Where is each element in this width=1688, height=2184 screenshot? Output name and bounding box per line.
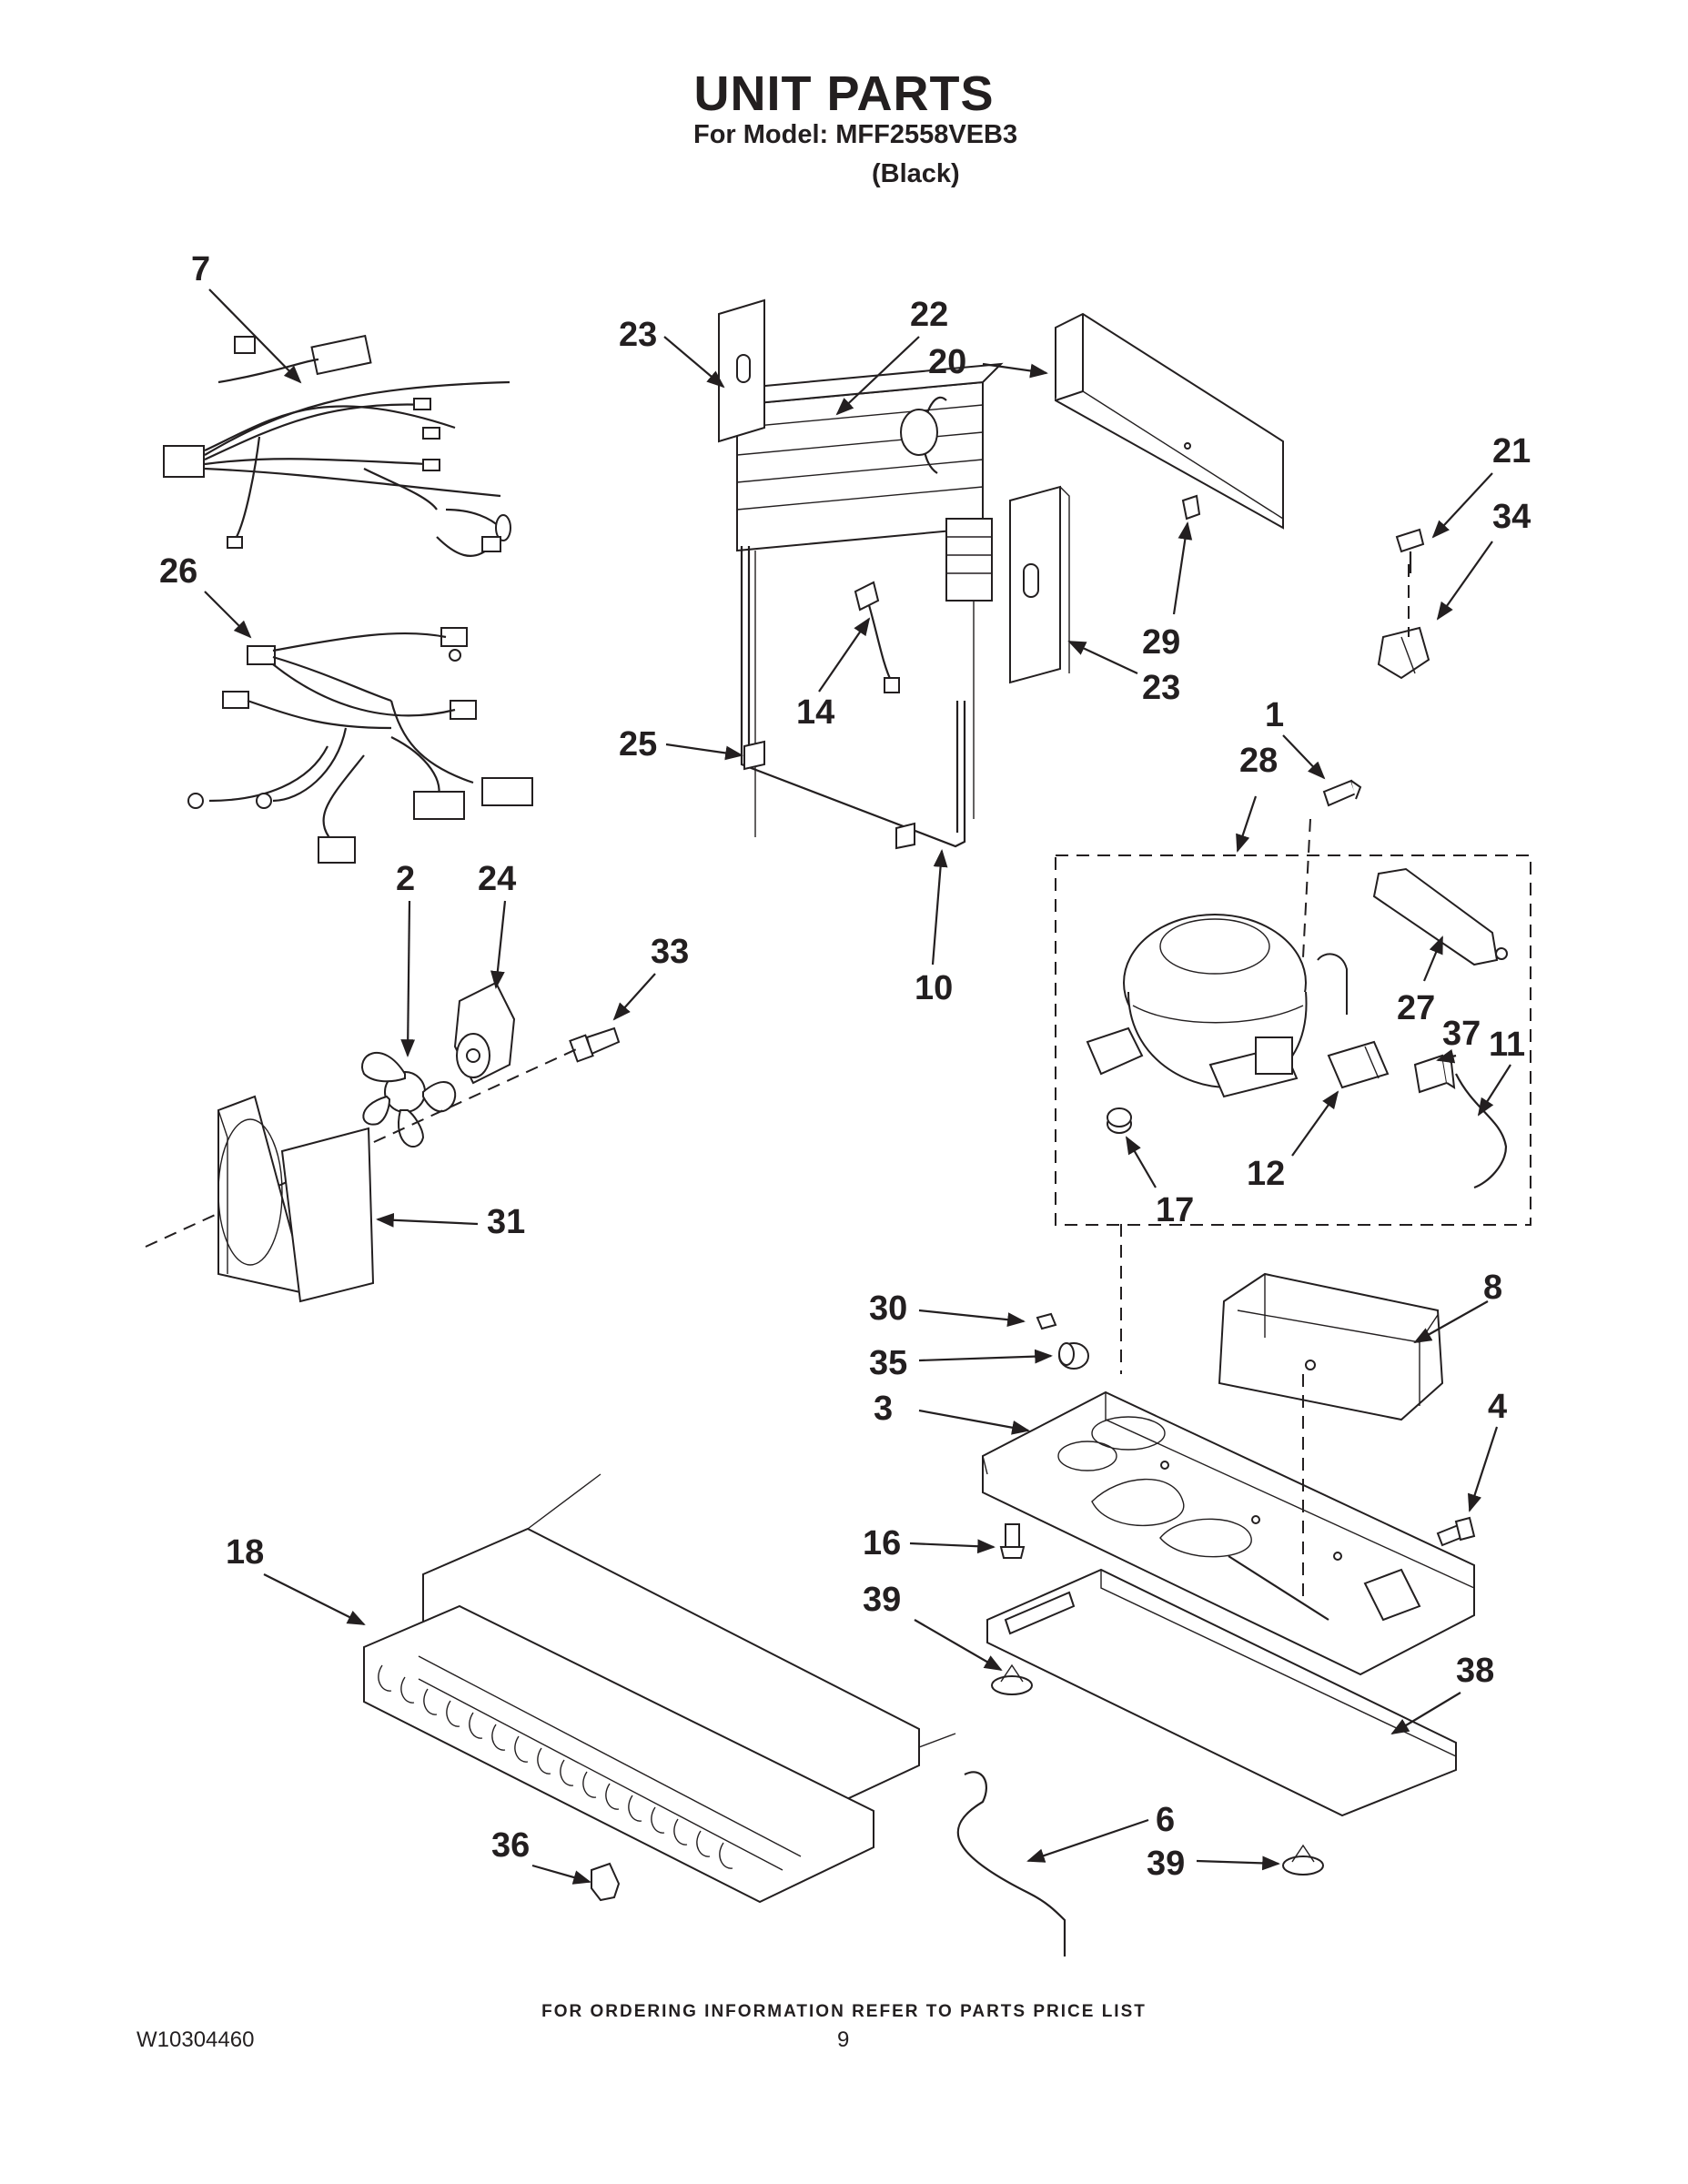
fan-shroud-31[interactable] — [217, 1095, 375, 1303]
fan-blade-2[interactable] — [361, 1052, 457, 1148]
evaporator-cover-20[interactable] — [1055, 312, 1284, 530]
screw-4[interactable] — [1436, 1516, 1476, 1547]
grommet-17[interactable] — [1107, 1107, 1132, 1134]
callout-10: 10 — [915, 969, 953, 1007]
callout-12: 12 — [1247, 1155, 1285, 1193]
callout-18: 18 — [226, 1533, 264, 1572]
overload-37[interactable] — [1413, 1054, 1456, 1094]
cover-38[interactable] — [986, 1568, 1457, 1817]
condenser-18[interactable] — [363, 1473, 956, 1904]
callout-1: 1 — [1265, 696, 1284, 734]
callout-23b: 23 — [1142, 669, 1180, 707]
evaporator-22[interactable] — [734, 362, 1004, 837]
callout-21: 21 — [1492, 432, 1531, 470]
callout-36: 36 — [491, 1826, 530, 1865]
evaporator-bracket-23-left[interactable] — [718, 298, 765, 443]
ordering-note: FOR ORDERING INFORMATION REFER TO PARTS … — [541, 2002, 1147, 2021]
grommet-35[interactable] — [1058, 1342, 1089, 1370]
callout-3: 3 — [874, 1390, 893, 1428]
callout-8: 8 — [1483, 1269, 1502, 1307]
relay-12[interactable] — [1327, 1040, 1390, 1089]
compressor-kit-boundary — [1055, 854, 1531, 1226]
callout-37: 37 — [1442, 1015, 1481, 1053]
callout-23a: 23 — [619, 316, 657, 354]
document-number: W10304460 — [136, 2027, 255, 2052]
drier-27[interactable] — [1372, 867, 1508, 966]
callout-39a: 39 — [863, 1581, 901, 1619]
clip-29[interactable] — [1181, 494, 1201, 521]
callout-4: 4 — [1488, 1388, 1507, 1426]
screw-33[interactable] — [569, 1026, 621, 1063]
wire-6[interactable] — [956, 1771, 1066, 1956]
callout-11: 11 — [1489, 1026, 1525, 1064]
model-line: For Model: MFF2558VEB3 — [693, 120, 1018, 149]
screw-21[interactable] — [1395, 528, 1425, 573]
callout-27: 27 — [1397, 989, 1435, 1027]
callout-30: 30 — [869, 1289, 907, 1328]
callout-28: 28 — [1239, 742, 1278, 780]
defrost-heater-10[interactable] — [740, 546, 966, 848]
leveling-foot-39-right[interactable] — [1282, 1844, 1324, 1876]
callout-29: 29 — [1142, 623, 1180, 662]
leveling-foot-39-left[interactable] — [991, 1663, 1033, 1695]
wire-harness-7[interactable] — [163, 334, 511, 557]
callout-24: 24 — [478, 860, 516, 898]
drain-trough-25[interactable] — [743, 740, 915, 850]
callout-2: 2 — [396, 860, 415, 898]
callout-7: 7 — [191, 250, 210, 288]
callout-35: 35 — [869, 1344, 907, 1382]
callout-26: 26 — [159, 552, 197, 591]
compressor-28[interactable] — [1086, 914, 1348, 1098]
pin-30[interactable] — [1036, 1312, 1057, 1330]
callout-17: 17 — [1156, 1191, 1194, 1229]
callout-16: 16 — [863, 1524, 901, 1562]
color-line: (Black) — [872, 159, 960, 188]
callout-33: 33 — [651, 933, 689, 971]
bracket-34[interactable] — [1377, 626, 1430, 680]
callout-34: 34 — [1492, 498, 1531, 536]
base-3[interactable] — [982, 1390, 1475, 1676]
wire-11[interactable] — [1455, 1073, 1508, 1189]
callout-38: 38 — [1456, 1652, 1494, 1690]
callout-20: 20 — [928, 343, 966, 381]
callout-6: 6 — [1156, 1801, 1175, 1839]
screw-1[interactable] — [1322, 779, 1362, 807]
clip-36[interactable] — [591, 1862, 621, 1902]
evaporator-bracket-23-right[interactable] — [1009, 485, 1070, 684]
evaporator-fan-motor-24[interactable] — [453, 981, 516, 1085]
drain-pan-8[interactable] — [1218, 1272, 1444, 1421]
callout-31: 31 — [487, 1203, 525, 1241]
page-number: 9 — [837, 2027, 850, 2052]
callout-22: 22 — [910, 296, 948, 334]
callout-25: 25 — [619, 725, 657, 763]
wire-harness-26[interactable] — [187, 627, 533, 864]
page-title: UNIT PARTS — [693, 66, 995, 121]
thermostat-14[interactable] — [854, 581, 900, 693]
screw-16[interactable] — [999, 1523, 1026, 1559]
callout-14: 14 — [796, 693, 834, 732]
callout-39b: 39 — [1147, 1845, 1185, 1883]
